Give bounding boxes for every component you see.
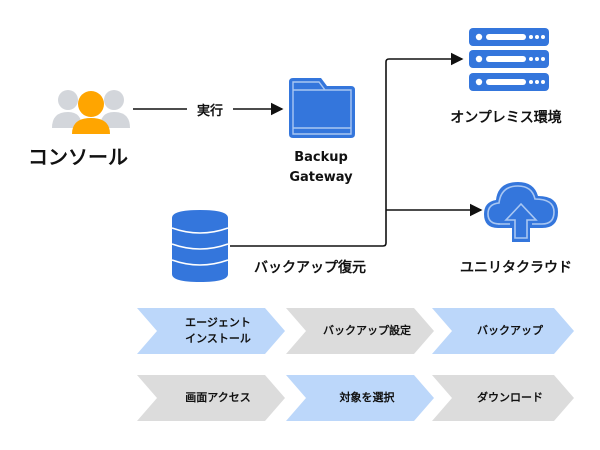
restore-edge <box>230 52 464 247</box>
step-label-line1: エージェント <box>185 316 251 329</box>
gateway-label-line2: Gateway <box>289 170 353 185</box>
execute-label: 実行 <box>196 104 223 119</box>
step-label-line1: バックアップ <box>477 324 543 337</box>
chevron-shape <box>286 375 434 421</box>
gateway-label: Backup Gateway <box>276 148 366 188</box>
step-download: ダウンロード <box>432 375 580 421</box>
cloud-label: ユニリタクラウド <box>460 260 572 276</box>
step-label-line1: バックアップ設定 <box>323 324 411 337</box>
chevron-shape <box>432 308 574 354</box>
server-rack-3 <box>469 73 549 91</box>
server-rack-2 <box>469 50 549 68</box>
step-label-line1: 対象を選択 <box>339 391 395 404</box>
database-icon <box>171 210 229 282</box>
chevron-shape <box>137 308 285 354</box>
chevron-shape <box>137 375 285 421</box>
server-icon <box>469 28 549 91</box>
onprem-label: オンプレミス環境 <box>450 110 562 126</box>
step-select-target: 対象を選択 <box>286 375 434 421</box>
step-agent-install: エージェントインストール <box>137 308 285 354</box>
step-label-line1: 画面アクセス <box>185 391 251 404</box>
folder-icon <box>289 78 355 138</box>
console-label: コンソール <box>28 145 128 169</box>
step-screen-access: 画面アクセス <box>137 375 285 421</box>
users-icon <box>52 90 130 134</box>
cloud-upload-icon <box>484 182 558 242</box>
gateway-label-line1: Backup <box>294 150 348 165</box>
server-rack-1 <box>469 28 549 46</box>
chevron-shape <box>286 308 434 354</box>
step-backup-settings: バックアップ設定 <box>286 308 434 354</box>
chevron-shape <box>432 375 574 421</box>
step-backup: バックアップ <box>432 308 580 354</box>
step-label-line1: ダウンロード <box>477 391 543 404</box>
restore-label: バックアップ復元 <box>254 260 366 276</box>
step-label-line2: インストール <box>185 332 251 345</box>
